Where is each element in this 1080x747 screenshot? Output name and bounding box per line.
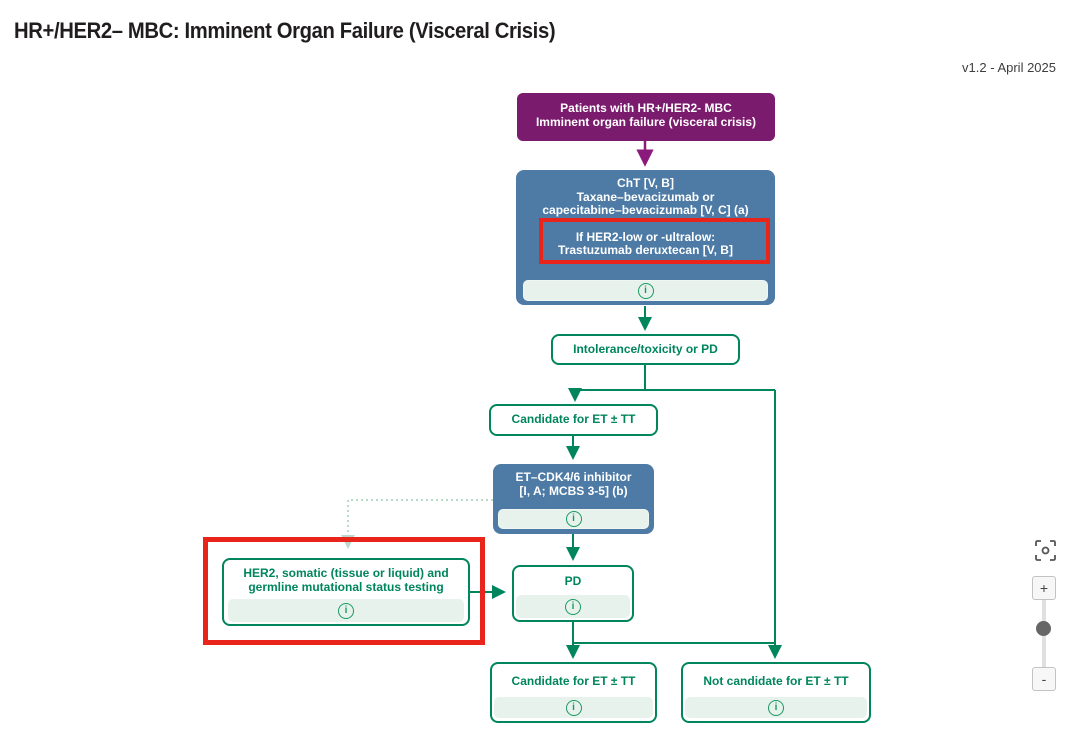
pd-info-strip[interactable]: i — [516, 595, 630, 618]
reset-view-icon[interactable] — [1035, 540, 1056, 561]
node-label-line: ChT [V, B] — [617, 176, 674, 190]
not-candidate-info-strip[interactable]: i — [685, 697, 867, 718]
line-pd-split — [572, 622, 775, 644]
node-label-highlighted-line: If HER2-low or -ultralow: — [575, 229, 716, 244]
info-icon[interactable]: i — [768, 699, 784, 716]
zoom-out-button[interactable]: - — [1032, 667, 1056, 691]
node-candidate-top: Candidate for ET ± TT — [489, 404, 658, 436]
node-label-line: ET–CDK4/6 inhibitor — [515, 470, 632, 484]
zoom-slider-handle[interactable] — [1036, 621, 1051, 636]
node-label-highlighted-line: Trastuzumab deruxtecan [V, B] — [558, 243, 733, 257]
candidate-bottom-info-strip[interactable]: i — [494, 697, 653, 718]
node-label-line: [I, A; MCBS 3-5] (b) — [519, 483, 628, 498]
node-label: Candidate for ET ± TT — [511, 412, 636, 426]
et-cdk46-info-strip[interactable]: i — [498, 509, 649, 529]
node-label: PD — [564, 574, 582, 588]
node-label-line: capecitabine–bevacizumab [V, C] (a) — [542, 203, 749, 217]
node-label: Intolerance/toxicity or PD — [573, 342, 718, 356]
node-label-line: Patients with HR+/HER2- MBC — [560, 101, 732, 115]
zoom-in-button[interactable]: + — [1032, 576, 1056, 600]
info-icon[interactable]: i — [637, 282, 654, 299]
info-icon[interactable]: i — [565, 598, 581, 615]
node-label-line: Taxane–bevacizumab or — [576, 189, 715, 204]
node-label: Candidate for ET ± TT — [511, 674, 636, 688]
info-icon[interactable]: i — [338, 602, 354, 619]
page-title: HR+/HER2– MBC: Imminent Organ Failure (V… — [14, 18, 556, 43]
node-label: Not candidate for ET ± TT — [703, 674, 849, 688]
node-label-line: germline mutational status testing — [248, 579, 444, 594]
cht-info-strip[interactable]: i — [523, 280, 768, 301]
info-icon[interactable]: i — [565, 511, 582, 527]
node-label-line: HER2, somatic (tissue or liquid) and — [243, 566, 449, 580]
node-patients: Patients with HR+/HER2- MBC Imminent org… — [517, 93, 775, 141]
node-label-line: Imminent organ failure (visceral crisis) — [535, 114, 757, 129]
her2-testing-info-strip[interactable]: i — [228, 599, 464, 622]
info-icon[interactable]: i — [565, 699, 582, 716]
node-intolerance: Intolerance/toxicity or PD — [551, 334, 740, 365]
version-label: v1.2 - April 2025 — [962, 60, 1056, 75]
